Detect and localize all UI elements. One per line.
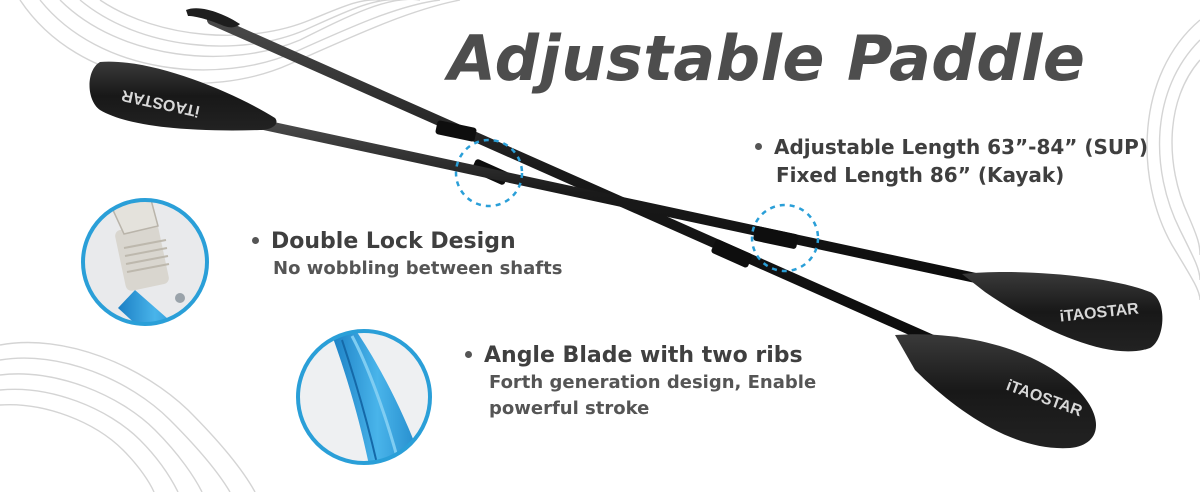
- feature-blade-subtext-line1: Forth generation design, Enable: [489, 372, 817, 393]
- sup-paddle-blade: [895, 334, 1097, 449]
- kayak-paddle-left-blade: [89, 61, 277, 131]
- sup-paddle-collar-2: [711, 239, 753, 268]
- sup-paddle-handle: [186, 8, 240, 28]
- feature-length-line2: Fixed Length 86” (Kayak): [776, 163, 1065, 187]
- kayak-paddle: iTAOSTAR iTAOSTAR: [89, 61, 1163, 352]
- sup-paddle-shaft: [207, 15, 949, 350]
- bullet-icon: [465, 350, 472, 358]
- bullet-icon: [755, 143, 762, 150]
- kayak-paddle-collar-1: [435, 120, 477, 142]
- page-title: Adjustable Paddle: [448, 22, 1086, 95]
- kayak-paddle-collar-2: [753, 226, 799, 249]
- feature-length-line1: Adjustable Length 63”-84” (SUP): [774, 135, 1148, 159]
- feature-adjustable-length: Adjustable Length 63”-84” (SUP) Fixed Le…: [755, 133, 1148, 189]
- feature-lock-subtext: No wobbling between shafts: [273, 258, 563, 279]
- bullet-icon: [252, 236, 259, 244]
- kayak-paddle-shaft: [245, 117, 990, 285]
- joint-highlight-circle-2: [750, 203, 820, 273]
- double-lock-detail-image: [81, 198, 209, 326]
- feature-angle-blade: Angle Blade with two ribs Forth generati…: [465, 342, 816, 422]
- feature-blade-heading: Angle Blade with two ribs: [484, 343, 803, 368]
- feature-blade-subtext-line2: powerful stroke: [489, 398, 650, 419]
- sup-paddle: iTAOSTAR: [186, 8, 1097, 449]
- blade-detail-image: [296, 329, 432, 465]
- joint-highlight-circle-1: [454, 138, 524, 208]
- feature-lock-heading: Double Lock Design: [271, 229, 516, 254]
- kayak-paddle-right-blade: [962, 272, 1163, 352]
- feature-double-lock: Double Lock Design No wobbling between s…: [252, 228, 562, 282]
